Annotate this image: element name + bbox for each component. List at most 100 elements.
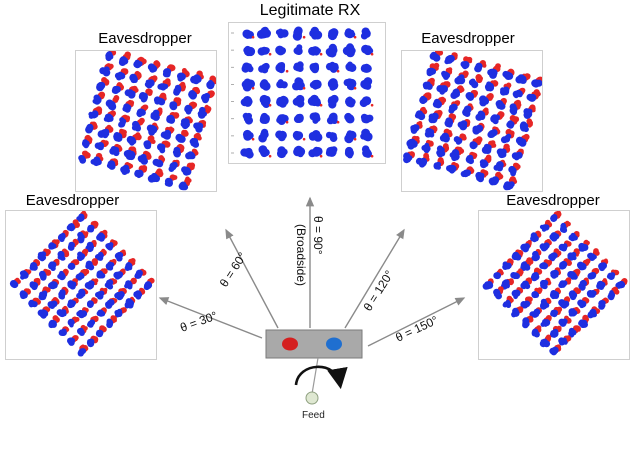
symbol-blue xyxy=(103,113,114,123)
symbol-blue xyxy=(484,81,495,92)
symbol-blue xyxy=(344,112,355,124)
symbol-blue xyxy=(596,280,606,290)
symbol-blue xyxy=(501,279,510,290)
arrow-150 xyxy=(367,297,466,347)
symbol-blue xyxy=(454,74,466,85)
symbol-blue xyxy=(439,132,450,143)
symbol-blue xyxy=(493,272,501,280)
symbol-blue xyxy=(481,143,492,154)
eavesdropper-30-title: Eavesdropper xyxy=(25,192,120,209)
symbol-blue xyxy=(496,148,507,159)
symbol-red xyxy=(268,103,272,107)
symbol-blue xyxy=(359,96,372,108)
symbol-blue xyxy=(419,95,428,104)
symbol-blue xyxy=(567,271,578,280)
symbol-blue xyxy=(124,262,133,271)
symbol-blue xyxy=(133,290,143,300)
symbol-blue xyxy=(578,279,587,291)
symbol-red xyxy=(319,52,323,56)
symbol-blue xyxy=(558,299,570,309)
symbol-red xyxy=(251,35,255,39)
symbol-blue xyxy=(29,262,38,271)
symbol-blue xyxy=(549,346,559,356)
symbol-red xyxy=(475,74,483,84)
symbol-blue xyxy=(567,252,577,261)
symbol-blue xyxy=(560,222,568,233)
symbol-blue xyxy=(421,142,431,154)
symbol-blue xyxy=(85,123,94,134)
symbol-blue xyxy=(48,319,57,329)
symbol-blue xyxy=(292,94,305,108)
symbol-blue xyxy=(462,105,472,117)
symbol-blue xyxy=(559,260,568,270)
symbol-blue xyxy=(76,288,86,299)
symbol-blue xyxy=(123,149,136,161)
symbol-blue xyxy=(85,260,95,271)
symbol-red xyxy=(592,248,600,256)
symbol-blue xyxy=(309,62,320,74)
symbol-red xyxy=(319,154,323,158)
symbol-blue xyxy=(118,56,129,66)
symbol-blue xyxy=(539,338,551,348)
symbol-blue xyxy=(77,251,86,262)
symbol-red xyxy=(136,117,145,126)
symbol-blue xyxy=(258,145,270,158)
symbol-blue xyxy=(426,67,437,77)
symbol-blue xyxy=(539,224,550,232)
symbol-red xyxy=(251,86,255,90)
symbol-blue xyxy=(275,62,286,74)
symbol-blue xyxy=(276,95,289,108)
symbol-blue xyxy=(258,128,269,143)
symbol-red xyxy=(142,150,152,160)
symbol-blue xyxy=(87,319,96,328)
symbol-red xyxy=(193,132,202,141)
symbol-blue xyxy=(325,131,338,142)
symbol-blue xyxy=(258,62,270,74)
symbol-blue xyxy=(77,231,85,244)
symbol-blue xyxy=(488,176,500,186)
symbol-blue xyxy=(508,165,517,177)
symbol-blue xyxy=(587,252,597,261)
symbol-red xyxy=(336,120,340,124)
symbol-blue xyxy=(309,79,322,90)
symbol-blue xyxy=(240,96,253,107)
symbol-blue xyxy=(515,74,527,84)
symbol-blue xyxy=(500,133,512,144)
symbol-blue xyxy=(519,121,529,133)
symbol-blue xyxy=(177,72,186,82)
symbol-blue xyxy=(97,128,110,139)
symbol-blue xyxy=(180,118,190,130)
symbol-red xyxy=(353,35,357,39)
symbol-blue xyxy=(292,26,303,41)
symbol-blue xyxy=(122,103,132,113)
symbol-blue xyxy=(558,318,568,327)
symbol-blue xyxy=(444,54,455,65)
symbol-blue xyxy=(327,78,339,91)
symbol-blue xyxy=(276,114,289,125)
symbol-blue xyxy=(96,81,106,92)
symbol-blue xyxy=(38,290,48,301)
symbol-blue xyxy=(436,85,448,95)
symbol-blue xyxy=(293,44,303,55)
symbol-blue xyxy=(344,28,356,39)
symbol-red xyxy=(145,88,153,96)
symbol-blue xyxy=(345,61,357,72)
symbol-blue xyxy=(520,280,531,290)
symbol-red xyxy=(302,35,306,39)
symbol-blue xyxy=(67,262,76,270)
symbol-blue xyxy=(607,290,616,301)
symbol-blue xyxy=(500,86,510,96)
symbol-red xyxy=(370,52,374,56)
symbol-red xyxy=(434,51,444,57)
symbol-blue xyxy=(105,242,114,251)
arrow-120 xyxy=(344,228,405,329)
symbol-red xyxy=(526,118,533,128)
symbol-blue xyxy=(342,43,356,58)
symbol-blue xyxy=(474,62,483,73)
symbol-blue xyxy=(558,337,568,346)
eavesdropper-30-scatter xyxy=(9,211,155,357)
symbol-blue xyxy=(587,272,597,280)
symbol-blue xyxy=(96,270,106,279)
symbol-blue xyxy=(345,96,356,108)
